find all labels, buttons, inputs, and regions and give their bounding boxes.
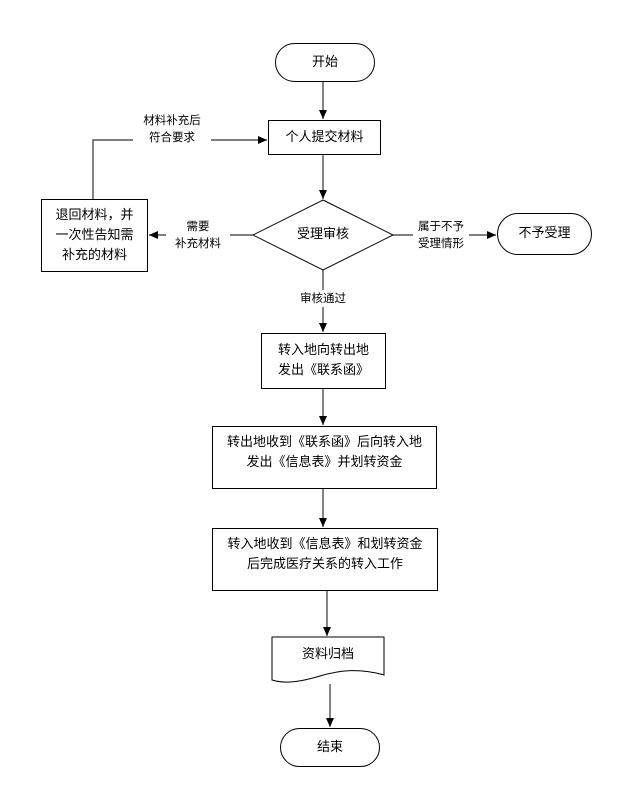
- archive-document-shape: [271, 636, 385, 683]
- send-info-node: 转出地收到《联系函》后向转入地 发出《信息表》并划转资金: [212, 426, 437, 489]
- review-decision-label: 受理审核: [296, 227, 349, 242]
- edge-label-need-more: 需要 补充材料: [166, 218, 230, 252]
- complete-transfer-node: 转入地收到《信息表》和划转资金 后完成医疗关系的转入工作: [212, 528, 438, 591]
- submit-materials-node: 个人提交材料: [268, 120, 381, 155]
- edge-return-submit: [92, 136, 267, 199]
- archive-node-label: 资料归档: [301, 647, 354, 662]
- end-node: 结束: [280, 728, 380, 767]
- send-letter-node: 转入地向转出地 发出《联系函》: [261, 333, 386, 389]
- review-diamond-shape: [251, 199, 395, 271]
- reject-node: 不予受理: [497, 213, 592, 255]
- edge-label-not-accepted: 属于不予 受理情形: [413, 218, 469, 252]
- edge-label-resubmit: 材料补充后 符合要求: [133, 112, 211, 146]
- edge-label-approved: 审核通过: [293, 290, 353, 307]
- return-materials-node: 退回材料，并 一次性告知需 补充的材料: [41, 199, 148, 272]
- start-node: 开始: [275, 43, 375, 82]
